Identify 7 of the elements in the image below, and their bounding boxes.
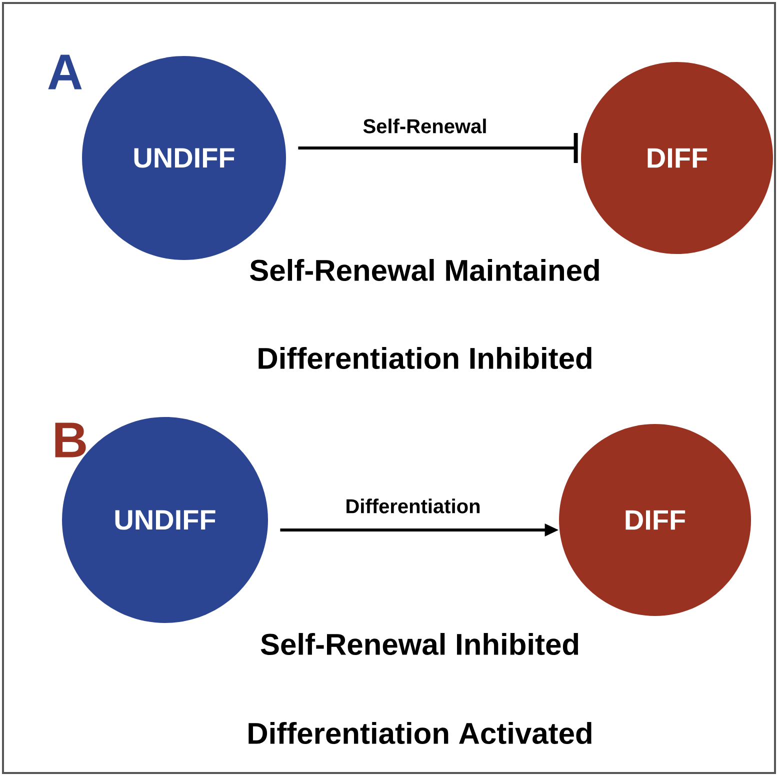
caption-text: Self-Renewal Inhibited bbox=[260, 632, 578, 656]
inhibition-arrow bbox=[298, 133, 578, 163]
edge-label: Self-Renewal bbox=[362, 118, 488, 134]
caption-text: Differentiation Inhibited bbox=[258, 346, 592, 370]
edge-label: Differentiation bbox=[344, 498, 482, 514]
caption-text: Differentiation Activated bbox=[248, 722, 592, 744]
caption-text: Self-Renewal Maintained bbox=[250, 258, 599, 282]
